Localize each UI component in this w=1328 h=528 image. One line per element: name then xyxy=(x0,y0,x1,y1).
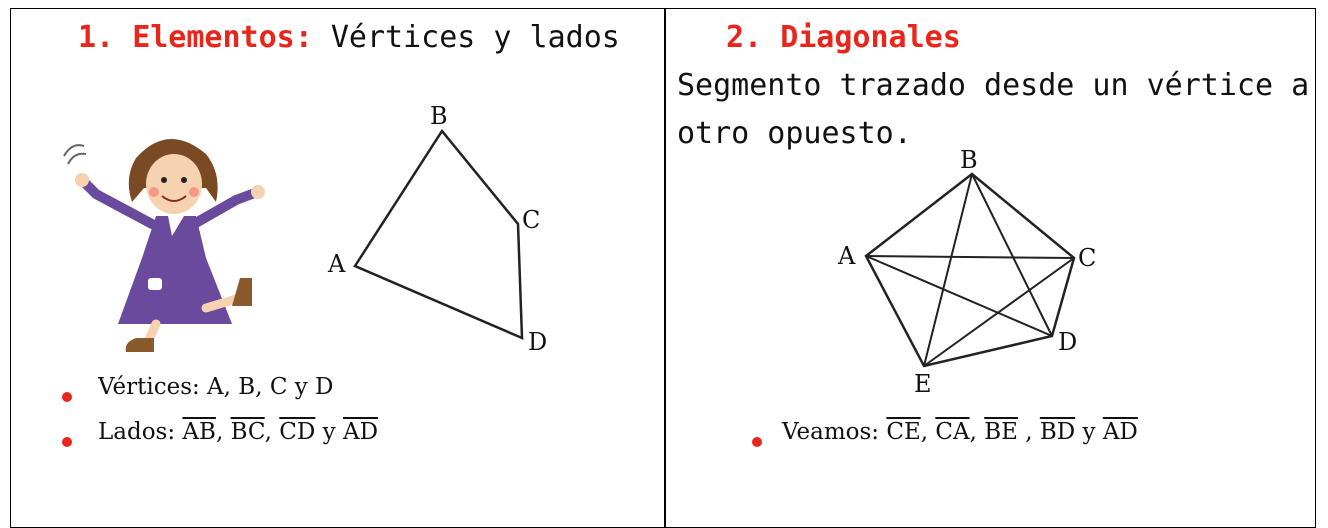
diagonal-ad: AD xyxy=(1102,419,1138,445)
left-heading-number: 1. xyxy=(78,20,115,55)
side-ab: AB xyxy=(182,419,216,445)
diagonals-label: Veamos: xyxy=(782,419,880,445)
sides-join: y xyxy=(322,419,336,445)
quadrilateral-diagram: A B C D xyxy=(327,102,547,356)
diagonals-join: y xyxy=(1082,419,1096,445)
pentagon-diagonals xyxy=(865,173,1075,367)
bullet-vertices xyxy=(62,392,72,402)
diagonal-ce: CE xyxy=(886,419,921,445)
bullet-sides xyxy=(62,437,72,447)
side-ad: AD xyxy=(342,419,379,445)
pentagon-label-e: E xyxy=(914,370,932,398)
right-heading: 2. Diagonales xyxy=(726,20,961,55)
vertex-label-c: C xyxy=(522,206,540,234)
bullet-diagonals xyxy=(752,437,762,447)
vertices-text: Vértices: A, B, C y D xyxy=(98,374,334,400)
diagonals-text: Veamos: CE, CA, BE , BD y AD xyxy=(782,419,1138,445)
right-heading-number: 2. xyxy=(726,20,763,55)
sides-text: Lados: AB, BC, CD y AD xyxy=(98,419,379,445)
description-line-1: Segmento trazado desde un vértice a xyxy=(677,68,1310,103)
vertex-label-d: D xyxy=(528,328,547,356)
side-bc: BC xyxy=(230,419,265,445)
panel-divider xyxy=(664,8,666,528)
left-heading-key: Elementos: xyxy=(132,20,313,55)
quadrilateral-shape xyxy=(353,128,524,340)
girl-illustration xyxy=(63,138,265,352)
sides-label: Lados: xyxy=(98,419,176,445)
diagonal-be: BE xyxy=(984,419,1018,445)
left-heading-rest: Vértices y lados xyxy=(330,20,620,55)
left-heading: 1. Elementos: Vértices y lados xyxy=(78,20,620,55)
pentagon-diagram: A B C D E xyxy=(837,150,1096,398)
pentagon-label-c: C xyxy=(1078,244,1096,272)
diagonal-bd: BD xyxy=(1039,419,1076,445)
description-line-2: otro opuesto. xyxy=(677,116,912,151)
pentagon-label-b: B xyxy=(960,150,978,174)
right-heading-key: Diagonales xyxy=(780,20,961,55)
diagonal-ca: CA xyxy=(935,419,970,445)
pentagon-label-a: A xyxy=(837,242,856,270)
vertex-label-a: A xyxy=(327,250,346,278)
side-cd: CD xyxy=(279,419,316,445)
pentagon-shape xyxy=(864,172,1076,368)
vertex-label-b: B xyxy=(430,102,448,130)
pentagon-label-d: D xyxy=(1058,328,1077,356)
